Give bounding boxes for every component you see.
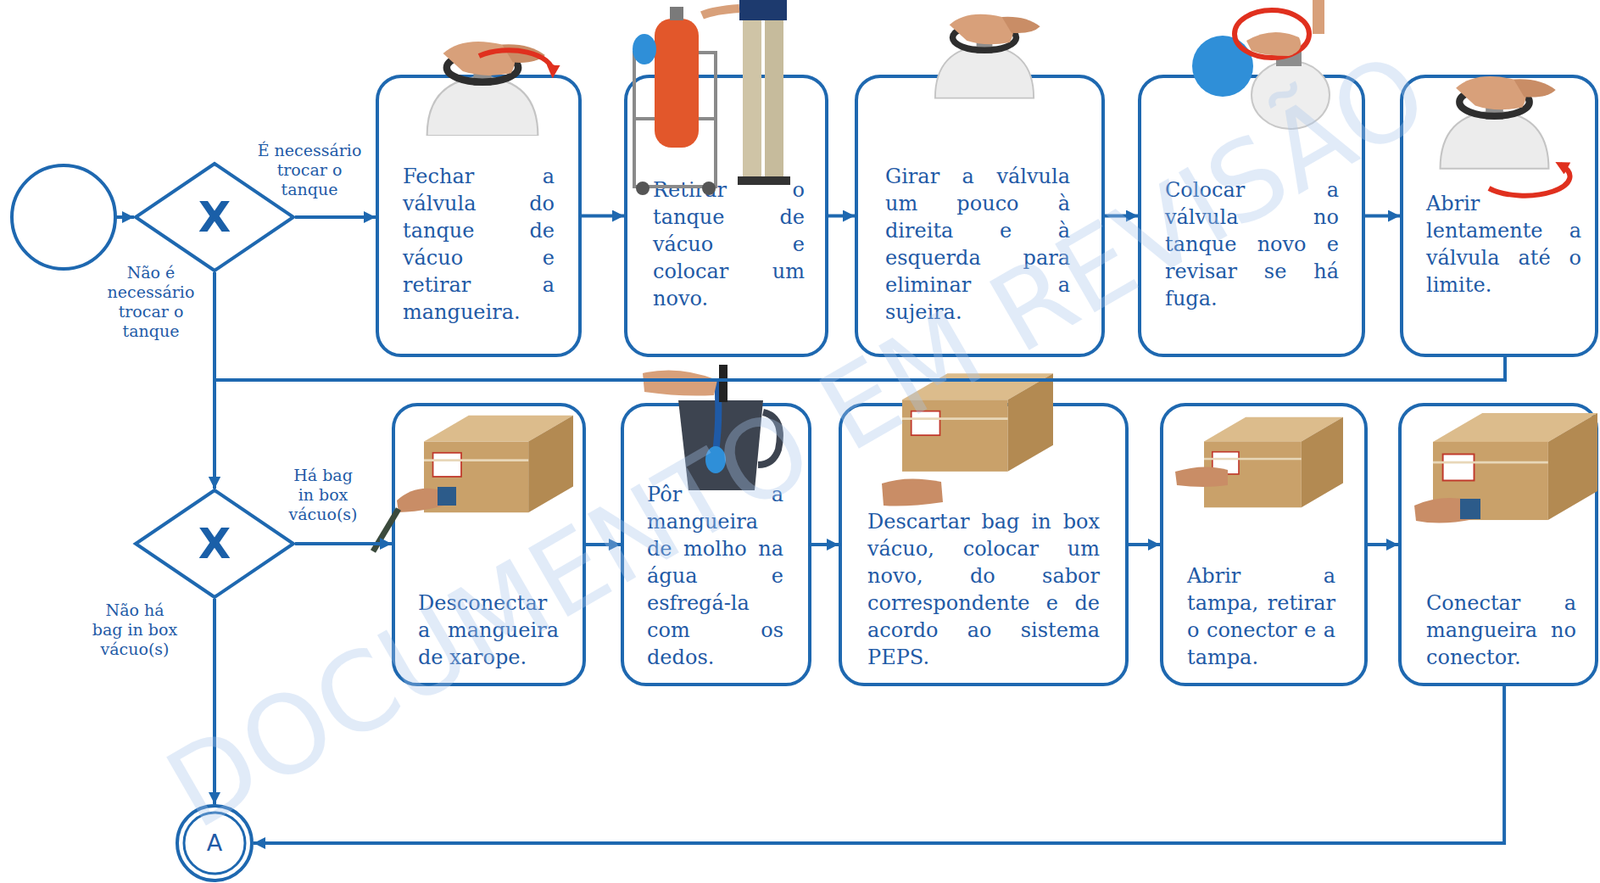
sequence-flow	[212, 272, 217, 489]
end-event: A	[175, 803, 254, 882]
end-outer-ring	[177, 805, 252, 881]
sequence-flow	[295, 215, 376, 219]
sequence-flow	[295, 541, 392, 546]
sequence-flow	[1128, 542, 1160, 547]
turn-arrow	[479, 50, 553, 73]
sequence-flow	[253, 685, 1505, 843]
node-text: Fechar a válvula do tanque de vácuo e re…	[402, 162, 555, 326]
sequence-flow	[585, 542, 621, 547]
node-text: Descartar bag in box vácuo, colocar um n…	[867, 507, 1100, 671]
decision-gateway: X	[133, 488, 296, 599]
node-text: A	[206, 830, 223, 856]
node-text: Girar a válvula um pouco à direita e à e…	[885, 162, 1071, 326]
diamond-shape	[135, 163, 294, 271]
sequence-flow	[828, 214, 855, 218]
node-text: Conectar a mangueira no conector.	[1426, 589, 1577, 671]
edge-label: Há bag in box vácuo(s)	[286, 465, 360, 525]
sequence-flow	[1367, 542, 1399, 547]
sequence-flow	[1104, 214, 1138, 218]
process-box: Colocar a válvula no tanque novo e revis…	[1137, 74, 1366, 357]
node-text: X	[198, 194, 232, 240]
node-text: Abrir lentamente a válvula até o limite.	[1426, 189, 1582, 299]
node-text: Abrir a tampa, retirar o conector e a ta…	[1187, 562, 1336, 671]
node-text: Retirar o tanque de vácuo e colocar um n…	[652, 176, 805, 313]
edge-label: É necessário trocar o tanque	[254, 140, 365, 200]
sequence-flow	[581, 214, 625, 218]
edge-label: Não é necessário trocar o tanque	[103, 262, 199, 341]
node-text: Pôr a mangueira de molho na água e esfre…	[646, 480, 784, 671]
edge-label: Não há bag in box vácuo(s)	[90, 600, 179, 659]
start-event	[11, 165, 116, 269]
sequence-flow	[811, 542, 839, 547]
sequence-flow	[212, 598, 217, 804]
node-text: X	[198, 520, 232, 567]
process-box: Girar a válvula um pouco à direita e à e…	[854, 74, 1105, 357]
valve-photo	[935, 14, 1041, 99]
node-text: Desconectar a mangueira de xarope.	[418, 589, 559, 671]
diamond-shape	[135, 490, 294, 597]
start-flow	[116, 215, 134, 219]
node-text: Colocar a válvula no tanque novo e revis…	[1165, 176, 1339, 313]
decision-gateway: X	[133, 161, 296, 273]
end-inner-ring	[183, 812, 246, 874]
sequence-flow	[1365, 214, 1400, 218]
